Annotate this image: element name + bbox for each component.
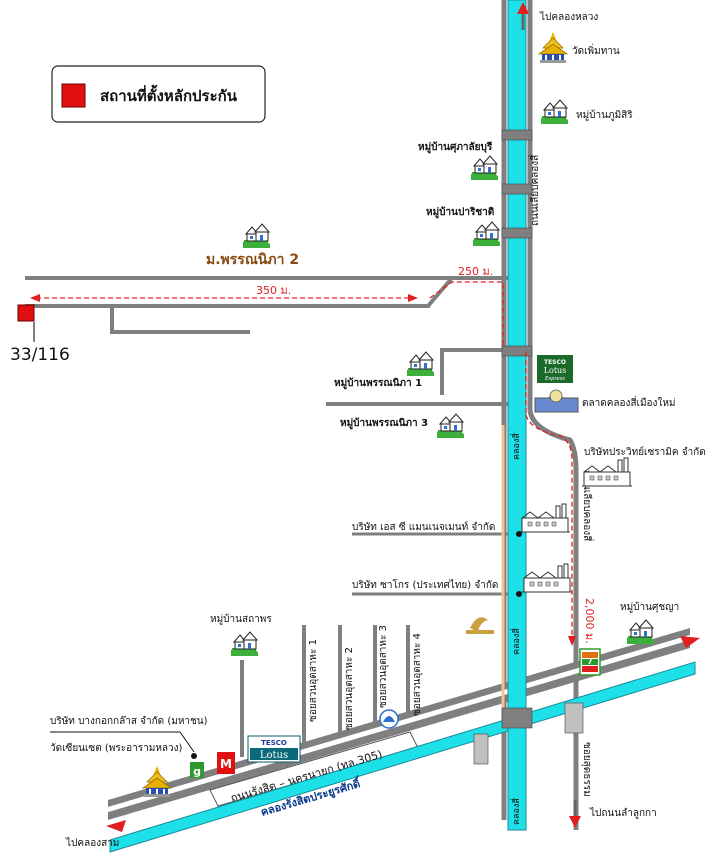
lotus-express-logo: TESCO Lotus Express xyxy=(537,355,573,383)
route-arrows xyxy=(30,294,576,646)
talad-label: ตลาดคลองสี่เมืองใหม่ xyxy=(582,395,676,409)
supalai-label: หมู่บ้านศุภาลัยบุรี xyxy=(418,141,493,154)
sc-label: บริษัท เอส ซี แมนเนจเมนท์ จำกัด xyxy=(352,521,495,533)
sakoro-dot xyxy=(516,591,522,597)
seven-eleven-icon: 7 xyxy=(579,648,601,676)
legend-label: สถานที่ตั้งหลักประกัน xyxy=(100,84,238,105)
north-arrow xyxy=(517,2,529,30)
wat-phoemthan-label: วัดเพิ่มทาน xyxy=(572,43,620,57)
phannipha2-house-icon xyxy=(242,223,271,249)
khlong-rangsit-canal xyxy=(109,661,696,853)
canal-label-1: คลองสี่ xyxy=(509,433,522,460)
phannipha1-house-icon xyxy=(406,351,435,377)
distance-250: 250 ม. xyxy=(458,265,493,278)
supalai-house-icon xyxy=(470,155,499,181)
phannipha1-label: หมู่บ้านพรรณนิภา 1 xyxy=(334,377,422,390)
sc-dot xyxy=(516,531,522,537)
soi-lotus-label: ซอยสุดธรรม xyxy=(581,742,592,797)
svg-text:TESCO: TESCO xyxy=(544,359,566,366)
ceramic-factory-icon xyxy=(581,457,633,487)
red-m-logo: M xyxy=(217,752,235,774)
svg-text:Lotus: Lotus xyxy=(260,750,288,761)
parichat-house-icon xyxy=(472,221,501,247)
soi-1-label: ซอยสวนอุตสาหะ 1 xyxy=(308,639,319,722)
route-path xyxy=(36,281,573,640)
round-blue-logo xyxy=(379,709,399,729)
phumisiri-house-icon xyxy=(540,99,569,125)
south-arrow xyxy=(569,800,581,828)
bangkok-glass-pointer-2 xyxy=(179,731,195,753)
direction-west-label: ไปคลองสาม xyxy=(65,837,119,849)
svg-text:Lotus: Lotus xyxy=(544,366,567,375)
bridges xyxy=(473,129,584,765)
property-marker xyxy=(17,304,35,322)
sc-factory-icon xyxy=(519,503,571,533)
distance-350: 350 ม. xyxy=(256,284,291,297)
soi-4-label: ซอยสวนอุตสาหะ 4 xyxy=(412,633,423,716)
phannipha3-label: หมู่บ้านพรรณนิภา 3 xyxy=(340,417,428,430)
soi-2-label: ซอยสวนอุตสาหะ 2 xyxy=(344,647,355,730)
ceramic-label: บริษัทประวิทย์เซรามิค จำกัด xyxy=(584,446,706,458)
property-label: 33/116 xyxy=(10,345,70,365)
distance-2000: 2,000 ม. xyxy=(583,598,596,644)
bangkok-glass-label: บริษัท บางกอกกล๊าส จำกัด (มหาชน) xyxy=(50,715,208,727)
bangkok-glass-logo: g xyxy=(190,762,204,778)
svg-text:g: g xyxy=(193,765,201,778)
direction-north-label: ไปคลองหลวง xyxy=(539,11,598,23)
road-khlong4-lower-label: ถนนเลียบคลองสี่ xyxy=(581,470,595,541)
road-khlong4-upper-label: ถนนเลียบคลองสี่ xyxy=(527,155,541,226)
phumisiri-label: หมู่บ้านภูมิสิริ xyxy=(576,109,633,121)
sakoro-label: บริษัท ซาโกร (ประเทศไทย) จำกัด xyxy=(352,578,498,591)
tesco-lotus-logo: TESCO Lotus xyxy=(247,735,301,763)
sathaphon-house-icon xyxy=(230,631,259,657)
canal-label-2: คลองสี่ xyxy=(509,628,522,655)
parichat-label: หมู่บ้านปาริชาติ xyxy=(426,206,494,219)
legend-marker xyxy=(61,83,86,108)
direction-south-label: ไปถนนลำลูกกา xyxy=(589,807,657,819)
phannipha3-house-icon xyxy=(436,413,465,439)
khlong4-canal xyxy=(507,0,527,831)
svg-text:TESCO: TESCO xyxy=(261,739,287,747)
bangkok-glass-dot xyxy=(191,753,197,759)
sakoro-factory-icon xyxy=(521,563,573,593)
svg-text:M: M xyxy=(220,757,232,771)
sathaphon-label: หมู่บ้านสถาพร xyxy=(210,613,272,625)
sutchaya-house-icon xyxy=(626,619,655,645)
svg-text:Express: Express xyxy=(545,376,565,382)
east-arrow xyxy=(680,636,700,648)
talad-icon xyxy=(534,389,579,413)
wat-phoemthan-icon xyxy=(538,31,568,64)
legend-box xyxy=(51,65,266,123)
sutchaya-label: หมู่บ้านศุชญา xyxy=(620,601,679,613)
svg-text:7: 7 xyxy=(587,657,593,666)
canal-label-3: คลองสี่ xyxy=(509,798,522,825)
soi-3-label: ซอยสวนอุตสาหะ 3 xyxy=(378,625,389,708)
west-arrow xyxy=(106,820,126,832)
wat-xian-label: วัดเซียนเซต (พระอารามหลวง) xyxy=(50,742,183,754)
phannipha2-label: ม.พรรณนิภา 2 xyxy=(206,252,299,268)
gold-logo-icon xyxy=(466,617,494,634)
wat-xian-temple-icon xyxy=(142,765,172,798)
